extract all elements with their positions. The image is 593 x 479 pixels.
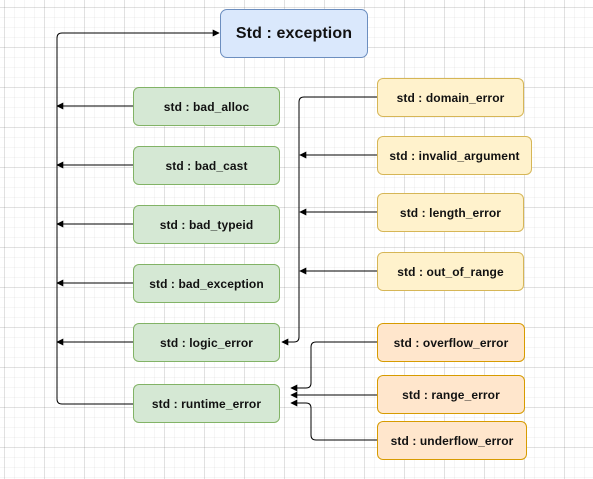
node-std-exception-label: Std : exception: [235, 24, 353, 42]
node-label: std : bad_alloc: [163, 99, 250, 114]
node-label: std : overflow_error: [393, 335, 509, 350]
node-label: std : out_of_range: [397, 264, 504, 279]
node-range-error[interactable]: std : range_error: [377, 375, 525, 414]
connector-domain-error: [281, 96, 377, 346]
node-label: std : range_error: [402, 387, 500, 402]
node-label: std : bad_typeid: [159, 217, 254, 232]
connector-overflow-error: [290, 341, 377, 392]
node-std-exception[interactable]: Std : exception: [220, 9, 368, 58]
node-label: std : bad_cast: [165, 158, 248, 173]
node-underflow-error[interactable]: std : underflow_error: [377, 421, 527, 460]
node-label: std : underflow_error: [390, 433, 514, 448]
node-label: std : bad_exception: [149, 276, 264, 291]
node-logic-error[interactable]: std : logic_error: [133, 323, 280, 362]
node-bad-typeid[interactable]: std : bad_typeid: [133, 205, 280, 244]
node-bad-exception[interactable]: std : bad_exception: [133, 264, 280, 303]
node-label: std : invalid_argument: [389, 148, 520, 163]
node-length-error[interactable]: std : length_error: [377, 193, 524, 232]
node-domain-error[interactable]: std : domain_error: [377, 78, 524, 117]
node-runtime-error[interactable]: std : runtime_error: [133, 384, 280, 423]
node-label: std : length_error: [399, 205, 502, 220]
connector-underflow-error: [290, 399, 377, 441]
node-label: std : logic_error: [159, 335, 254, 350]
node-invalid-argument[interactable]: std : invalid_argument: [377, 136, 532, 175]
node-bad-alloc[interactable]: std : bad_alloc: [133, 87, 280, 126]
node-label: std : domain_error: [396, 90, 505, 105]
connector-trunk-to-exception: [56, 29, 220, 405]
node-bad-cast[interactable]: std : bad_cast: [133, 146, 280, 185]
node-out-of-range[interactable]: std : out_of_range: [377, 252, 524, 291]
node-overflow-error[interactable]: std : overflow_error: [377, 323, 525, 362]
node-label: std : runtime_error: [151, 396, 262, 411]
